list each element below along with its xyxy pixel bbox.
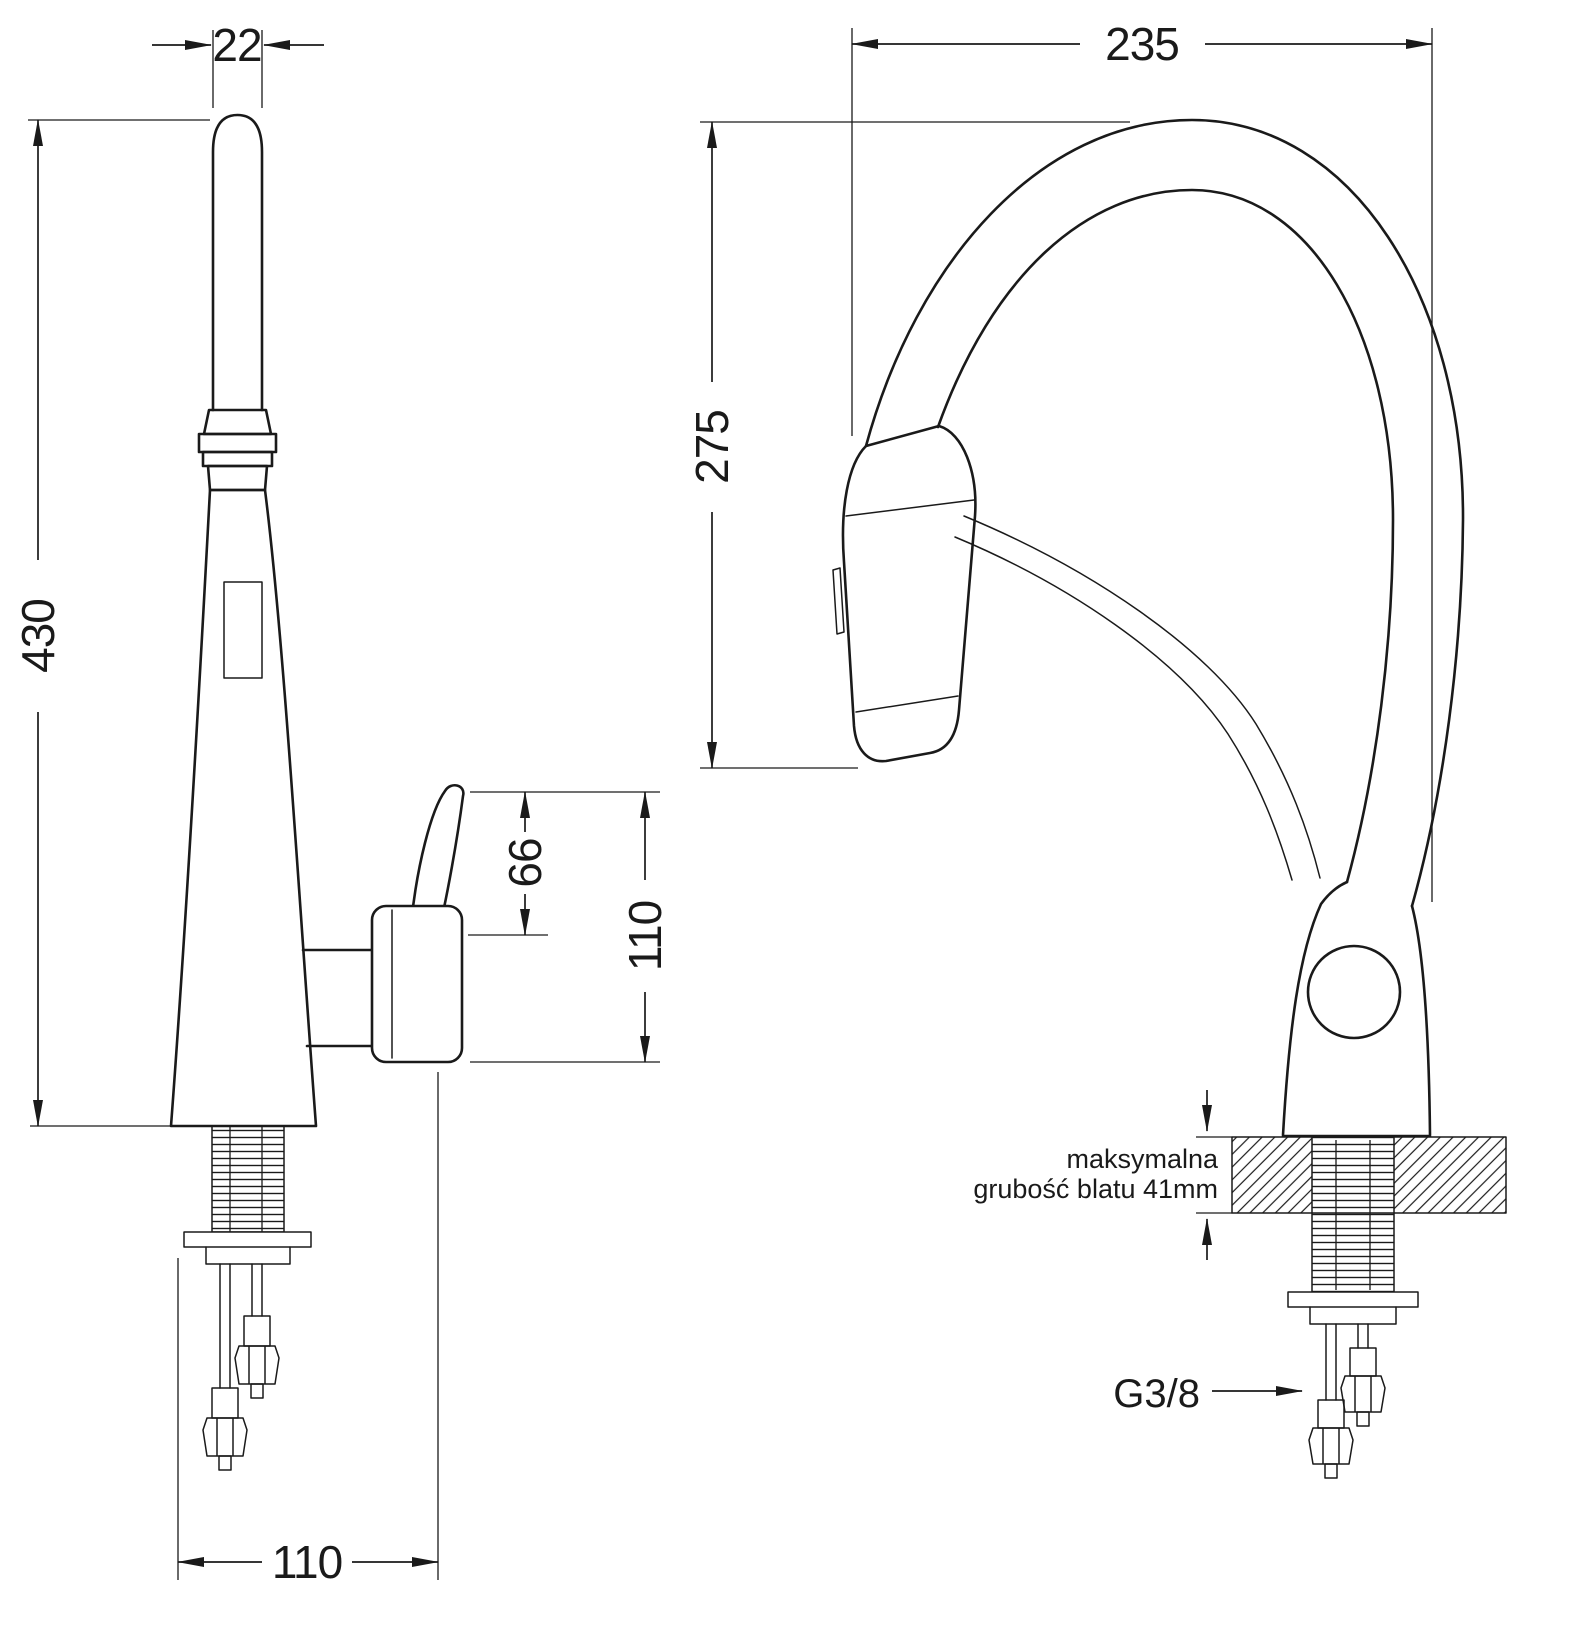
dim-total-height: 430 xyxy=(12,119,210,1127)
side-mounting-parts xyxy=(30,1125,316,1471)
counter-thickness-annotation: maksymalna grubość blatu 41mm xyxy=(973,1090,1232,1260)
faucet-body xyxy=(169,488,318,1128)
dim-66-extension-lines xyxy=(468,791,660,936)
hose-left-fitting xyxy=(211,1387,239,1419)
gooseneck-outer xyxy=(864,118,1465,908)
front-hose-left-nut xyxy=(1308,1427,1354,1465)
body-label-window xyxy=(223,581,263,679)
dim-430-label: 430 xyxy=(12,599,64,673)
thread-shank-threads xyxy=(212,1126,284,1232)
front-hose-left-fitting xyxy=(1317,1399,1345,1429)
dim-110h-label: 110 xyxy=(619,901,671,971)
mounting-flange xyxy=(183,1231,312,1248)
front-view: 235 275 maksymalna grubość blatu 41mm G3… xyxy=(686,18,1507,1479)
spray-head-coupler-line xyxy=(845,499,975,517)
hose-right-nut xyxy=(234,1345,280,1385)
front-mounting-bracket xyxy=(1309,1306,1397,1325)
dim-reach: 235 xyxy=(851,18,1433,902)
dim-275-label: 275 xyxy=(686,410,738,484)
front-thread-shank-threads xyxy=(1312,1137,1394,1292)
thread-callout: G3/8 xyxy=(1113,1372,1303,1416)
thickness-extension-lines xyxy=(1196,1136,1232,1214)
front-mounting-parts xyxy=(1287,1291,1419,1479)
front-mounting-flange xyxy=(1287,1291,1419,1308)
thread-size-label: G3/8 xyxy=(1113,1372,1200,1416)
spout-collar xyxy=(202,408,273,436)
hose-left xyxy=(219,1263,231,1389)
hose-left-nut xyxy=(202,1417,248,1457)
front-faucet-outline xyxy=(832,118,1465,1138)
counter-note-line1: maksymalna xyxy=(1066,1144,1219,1174)
mounting-bracket xyxy=(205,1246,291,1265)
pull-out-hose xyxy=(954,515,1321,881)
dim-spout-width: 22 xyxy=(152,19,324,108)
front-hose-right-nut xyxy=(1340,1375,1386,1413)
countertop-section xyxy=(1231,1136,1507,1293)
dim-235-extension-lines xyxy=(851,28,1433,902)
handle-body xyxy=(370,904,464,1064)
spray-head xyxy=(841,424,977,763)
dim-110b-extension-lines xyxy=(177,1072,439,1580)
dim-110b-label: 110 xyxy=(272,1536,342,1588)
hose-right-stub xyxy=(250,1383,264,1399)
hose-left-stub xyxy=(218,1455,232,1471)
dim-spout-height: 275 xyxy=(686,121,1130,769)
shank-inner-hoses xyxy=(229,1126,263,1232)
base-ball-joint xyxy=(1306,944,1402,1040)
dim-235-label: 235 xyxy=(1105,18,1179,70)
spout-tube xyxy=(211,113,264,412)
dim-275-extension-lines xyxy=(700,121,1130,769)
dim-base-width: 110 xyxy=(177,1072,439,1588)
front-hose-right-stub xyxy=(1356,1411,1370,1427)
spray-head-nozzle-line xyxy=(855,695,959,713)
hose-right-fitting xyxy=(243,1315,271,1347)
front-hose-right-fitting xyxy=(1349,1347,1377,1377)
handle-neck xyxy=(301,948,374,1048)
base-body xyxy=(1281,880,1432,1138)
dim-lever-height: 66 xyxy=(468,791,660,936)
collar-stem xyxy=(206,464,269,492)
handle-lever xyxy=(409,783,465,928)
front-hose-left-stub xyxy=(1324,1463,1338,1479)
counter-note-line2: grubość blatu 41mm xyxy=(973,1174,1218,1204)
gooseneck-inner xyxy=(936,188,1395,884)
front-hose-right xyxy=(1357,1323,1369,1349)
dim-22-extension-lines xyxy=(212,30,263,108)
side-view: 22 430 66 110 110 xyxy=(12,19,671,1588)
dim-handle-height: 110 xyxy=(470,791,671,1063)
front-hose-left xyxy=(1325,1323,1337,1401)
dim-66-label: 66 xyxy=(499,838,551,887)
spray-head-button xyxy=(832,567,845,635)
hose-right xyxy=(251,1263,263,1317)
side-faucet-outline xyxy=(169,113,465,1128)
front-shank-inner-hoses xyxy=(1335,1140,1371,1290)
dim-22-label: 22 xyxy=(212,19,261,71)
collar-ring-1 xyxy=(197,432,278,454)
collar-ring-2 xyxy=(201,450,274,468)
